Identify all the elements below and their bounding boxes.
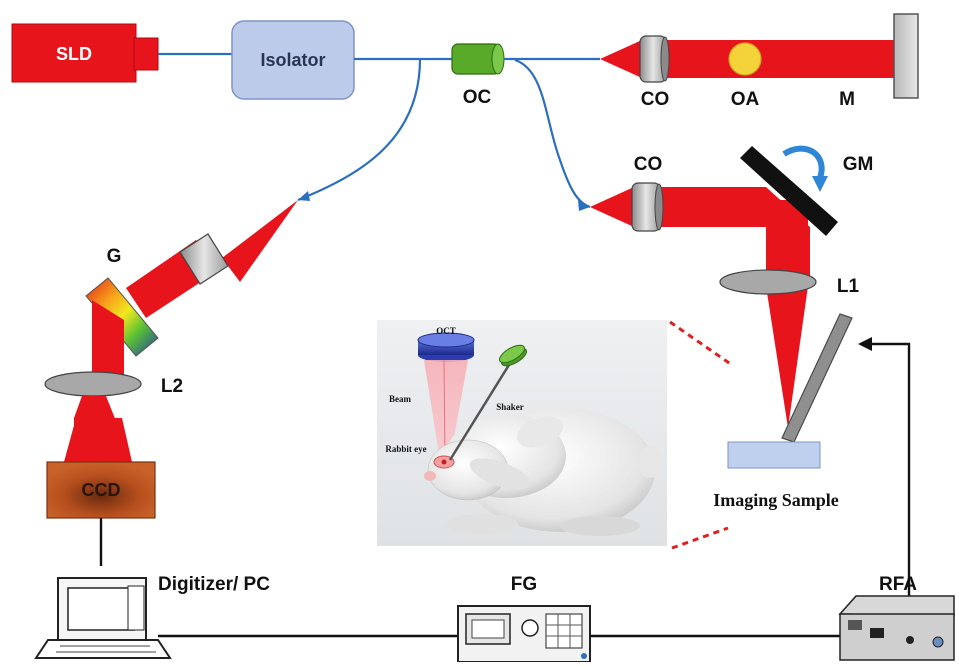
rotation-arrowhead-icon <box>812 176 828 192</box>
inset-beam <box>424 360 468 460</box>
oc-label: OC <box>463 87 492 108</box>
rfa-label: RFA <box>879 574 917 595</box>
galvo-mirror <box>740 146 838 236</box>
l2-label: L2 <box>161 376 183 397</box>
oct-head-top <box>417 332 475 348</box>
imaging-sample-block <box>727 441 821 469</box>
inset-beam-axis <box>443 359 446 461</box>
inset-rabbit-eye-label: Rabbit eye <box>385 444 426 454</box>
optical-coupler <box>451 43 505 75</box>
zoom-line-bottom <box>671 526 729 550</box>
oa-label: OA <box>731 89 760 110</box>
lens-l1 <box>719 269 817 295</box>
spectrometer-beam-vertical <box>92 300 124 380</box>
co-reference-label: CO <box>641 89 670 110</box>
sld-label: SLD <box>56 44 92 64</box>
optical-attenuator <box>728 42 762 76</box>
reference-beam-cone <box>600 40 642 78</box>
sample-focus-cone <box>766 286 808 428</box>
reference-beam <box>664 40 894 78</box>
digitizer-pc-label: Digitizer/ PC <box>158 574 270 595</box>
rf-amplifier-icon <box>838 595 955 661</box>
function-generator-icon <box>457 605 591 663</box>
rabbit-illustration <box>424 408 662 536</box>
inset-shaker-label: Shaker <box>496 402 524 412</box>
g-label: G <box>107 246 122 267</box>
fiber-arrow-spectrometer <box>298 191 310 201</box>
collimator-spectrometer <box>179 233 229 285</box>
inset-beam-label: Beam <box>389 394 411 404</box>
inset-shaker-head <box>499 344 527 367</box>
rfa-to-shaker-line <box>868 342 911 596</box>
inset-shaker-rod <box>448 359 514 461</box>
sample-beam-cone <box>590 187 634 227</box>
zoom-line-top <box>669 320 733 367</box>
ccd-beam-lower <box>64 418 132 462</box>
fiber-arrow-sample <box>578 200 590 211</box>
collimator-reference <box>639 35 670 83</box>
ccd-label: CCD <box>82 480 121 500</box>
imaging-sample-label: Imaging Sample <box>713 490 839 510</box>
gm-label: GM <box>843 154 874 175</box>
reference-mirror <box>893 13 919 99</box>
fiber-oc-sample <box>514 58 591 209</box>
lens-l2 <box>44 371 142 397</box>
m-label: M <box>839 89 855 110</box>
rabbit-inset: OCT Beam Rabbit eye Shaker <box>377 320 667 546</box>
rfa-arrowhead-icon <box>858 337 872 351</box>
isolator-label: Isolator <box>260 50 325 70</box>
fiber-oc-spectrometer <box>297 58 422 202</box>
l1-label: L1 <box>837 276 860 297</box>
sld-source: SLD <box>11 23 159 83</box>
inset-oct-label: OCT <box>436 326 456 336</box>
spectrometer-cone <box>222 200 298 282</box>
fg-label: FG <box>511 574 537 595</box>
co-sample-label: CO <box>634 154 663 175</box>
laptop-icon <box>34 577 172 659</box>
collimator-sample <box>631 182 664 232</box>
rotation-arrow-icon <box>782 145 825 179</box>
isolator-box: Isolator <box>231 20 355 100</box>
rabbit-eye-spot <box>441 459 447 465</box>
